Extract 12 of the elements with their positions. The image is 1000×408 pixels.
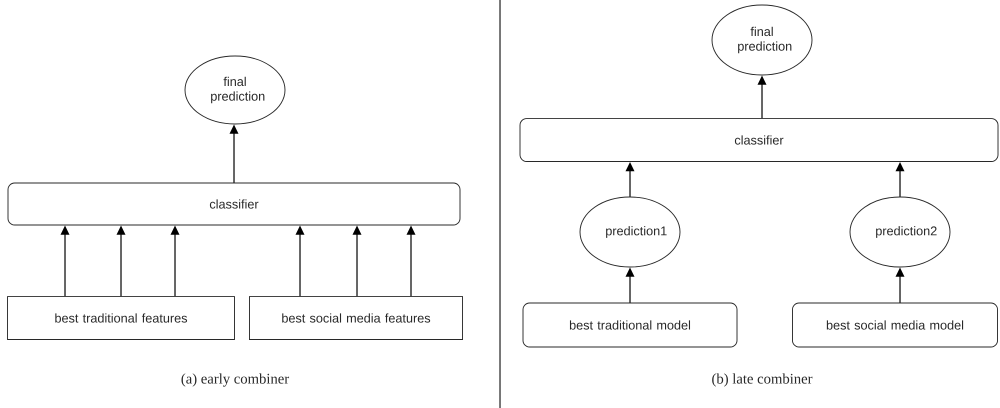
process-box: best traditional features: [7, 296, 235, 340]
rounded-box: classifier: [8, 182, 460, 226]
caption: (b) late combiner: [712, 373, 812, 387]
rounded-box: best social media model: [792, 302, 998, 348]
rounded-box: best traditional model: [522, 302, 738, 348]
caption: (a) early combiner: [182, 373, 290, 387]
ellipse-node: prediction1: [580, 196, 680, 268]
ellipse-node: final prediction: [184, 56, 286, 124]
process-box: best social media features: [249, 296, 463, 340]
rounded-box: classifier: [520, 118, 998, 162]
ellipse-node: final prediction: [712, 4, 812, 76]
ellipse-node: prediction2: [850, 196, 950, 268]
